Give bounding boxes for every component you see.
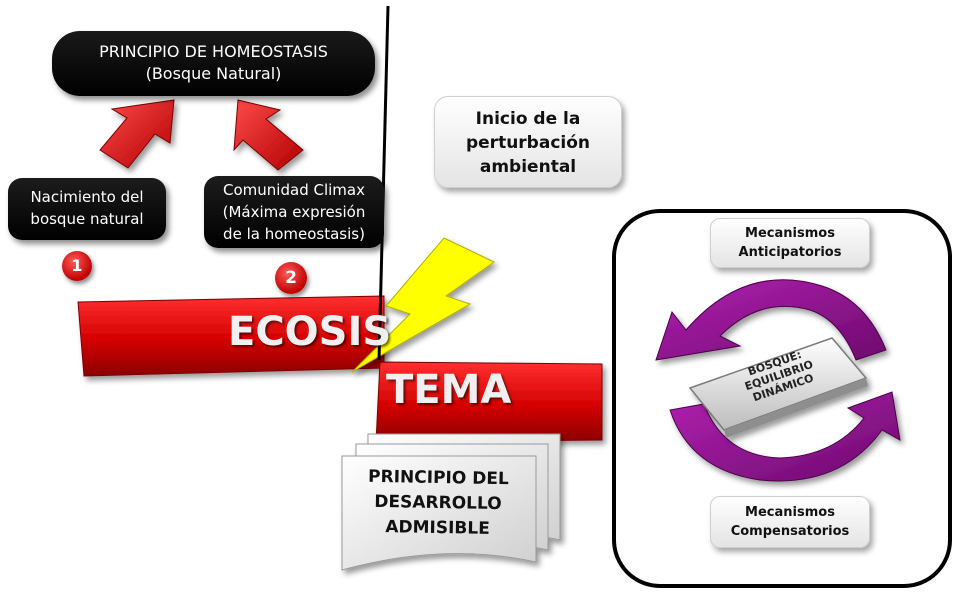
ecosistema-banner-right (375, 361, 603, 443)
climax-box: Comunidad Climax (Máxima expresión de la… (204, 176, 384, 248)
nacimiento-box: Nacimiento del bosque natural (8, 178, 166, 240)
perturbacion-line2: perturbación (465, 133, 591, 153)
compensatorios-box: Mecanismos Compensatorios (710, 496, 870, 548)
compensatorios-line1: Mecanismos (745, 505, 835, 520)
badge-1: 1 (62, 251, 92, 281)
nacimiento-line1: Nacimiento del (30, 188, 144, 206)
compensatorios-line2: Compensatorios (730, 524, 850, 539)
bosque-plate (688, 337, 868, 438)
anticipatorios-line2: Anticipatorios (738, 245, 842, 260)
divider-line (377, 5, 390, 361)
perturbacion-box: Inicio de la perturbación ambiental (434, 96, 622, 188)
climax-line1: Comunidad Climax (223, 181, 365, 199)
homeostasis-title: PRINCIPIO DE HOMEOSTASIS (99, 42, 328, 61)
desarrollo-line3: ADMISIBLE (385, 517, 490, 539)
nacimiento-line2: bosque natural (30, 210, 144, 228)
document-stack (341, 433, 561, 571)
banner-text-right: TEMA (386, 367, 512, 413)
banner-text-left: ECOSIS (228, 309, 392, 355)
homeostasis-pill: PRINCIPIO DE HOMEOSTASIS (Bosque Natural… (52, 31, 375, 96)
badge-2: 2 (275, 262, 307, 294)
desarrollo-line2: DESARROLLO (374, 491, 502, 515)
anticipatorios-line1: Mecanismos (745, 226, 835, 241)
perturbacion-line1: Inicio de la (475, 109, 581, 129)
arrow-left-up (99, 99, 175, 169)
cycle-arrow-top (655, 279, 887, 361)
perturbacion-line3: ambiental (479, 157, 577, 177)
climax-line2: (Máxima expresión (222, 203, 366, 221)
desarrollo-text: PRINCIPIO DEL DESARROLLO ADMISIBLE (345, 464, 530, 542)
cycle-arrow-bottom (669, 391, 901, 482)
arrow-right-up (233, 99, 304, 171)
climax-line3: de la homeostasis) (223, 225, 365, 243)
lightning-bolt-icon (351, 237, 495, 373)
desarrollo-line1: PRINCIPIO DEL (367, 466, 509, 490)
anticipatorios-box: Mecanismos Anticipatorios (710, 218, 870, 268)
homeostasis-subtitle: (Bosque Natural) (145, 64, 282, 83)
